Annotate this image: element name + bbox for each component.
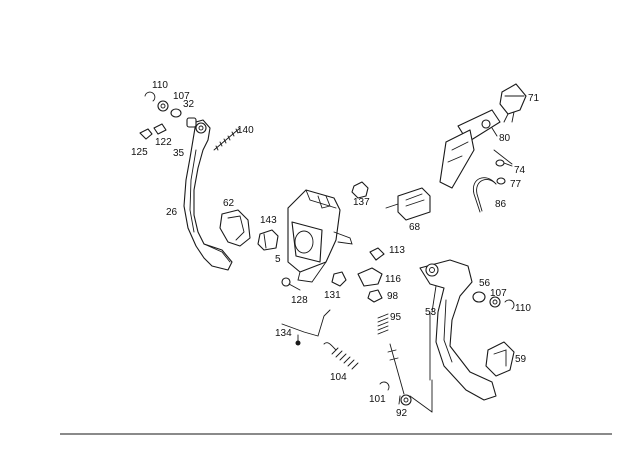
part-143-grommet	[257, 229, 279, 251]
part-137-nut	[351, 181, 369, 199]
callout-labels: 110 107 32 140 122 125 35 26 62 143 5 12…	[131, 80, 540, 419]
callout-32: 32	[183, 99, 195, 110]
part-128-bolt	[281, 277, 301, 291]
callout-131: 131	[324, 290, 341, 301]
callout-116: 116	[385, 274, 401, 285]
callout-80: 80	[499, 133, 511, 144]
callout-35: 35	[173, 148, 185, 159]
part-71-clutch-master-cylinder-connector	[499, 83, 527, 123]
callout-86: 86	[495, 199, 507, 210]
part-68-stop-light-switch	[385, 187, 431, 221]
callout-98: 98	[387, 291, 399, 302]
callout-110-upper: 110	[152, 80, 168, 91]
part-26-brake-pedal	[183, 119, 233, 271]
part-32-bushing	[170, 108, 182, 118]
callout-56: 56	[479, 278, 491, 289]
callout-110-lower: 110	[515, 303, 531, 314]
callout-68: 68	[409, 222, 421, 233]
callout-122: 122	[155, 137, 172, 148]
part-35-sleeve	[186, 117, 197, 128]
leader-lines	[297, 95, 525, 413]
callout-53: 53	[425, 307, 437, 318]
part-131-nut	[331, 271, 347, 287]
part-107-bushing-right	[489, 296, 501, 308]
callout-134: 134	[275, 328, 292, 339]
part-107-bushing-left	[157, 100, 169, 112]
callout-143: 143	[260, 215, 277, 226]
callout-113: 113	[389, 245, 405, 256]
part-53-clutch-pedal	[419, 259, 497, 401]
callout-26: 26	[166, 207, 178, 218]
part-80-master-cylinder-body	[439, 109, 501, 189]
callout-107-lower: 107	[490, 288, 507, 299]
part-110-circlip-left	[144, 91, 156, 102]
callout-104: 104	[330, 372, 347, 383]
callout-137: 137	[353, 197, 370, 208]
callout-77: 77	[510, 179, 522, 190]
callout-62: 62	[223, 198, 235, 209]
part-101-clip	[379, 381, 390, 391]
part-122-clip	[153, 123, 167, 135]
callout-128: 128	[291, 295, 308, 306]
part-56-bushing	[472, 291, 486, 303]
callout-92: 92	[396, 408, 408, 419]
part-125-clip	[139, 128, 153, 140]
part-62-pedal-pad-left	[219, 209, 251, 247]
callout-59: 59	[515, 354, 527, 365]
callout-74: 74	[514, 165, 526, 176]
callout-125: 125	[131, 147, 148, 158]
part-113-clip	[369, 247, 385, 261]
part-140-spring-pin	[213, 127, 241, 151]
part-110-circlip-right	[504, 299, 515, 310]
part-86-hose	[472, 177, 497, 213]
part-59-pedal-pad-right	[485, 341, 515, 377]
part-74-seal	[495, 159, 505, 167]
part-98-nut	[367, 289, 383, 303]
part-95-spring	[377, 313, 389, 335]
callout-95: 95	[390, 312, 402, 323]
callout-140: 140	[237, 125, 254, 136]
part-5-pedal-bracket	[287, 189, 353, 283]
part-92-push-rod	[387, 343, 412, 406]
callout-71: 71	[528, 93, 540, 104]
callout-101: 101	[369, 394, 386, 405]
callout-107-upper: 107	[173, 91, 190, 102]
part-116-bracket	[357, 267, 383, 287]
part-77-clip	[496, 177, 506, 185]
part-104-spring	[323, 342, 359, 370]
callout-5: 5	[275, 254, 281, 265]
